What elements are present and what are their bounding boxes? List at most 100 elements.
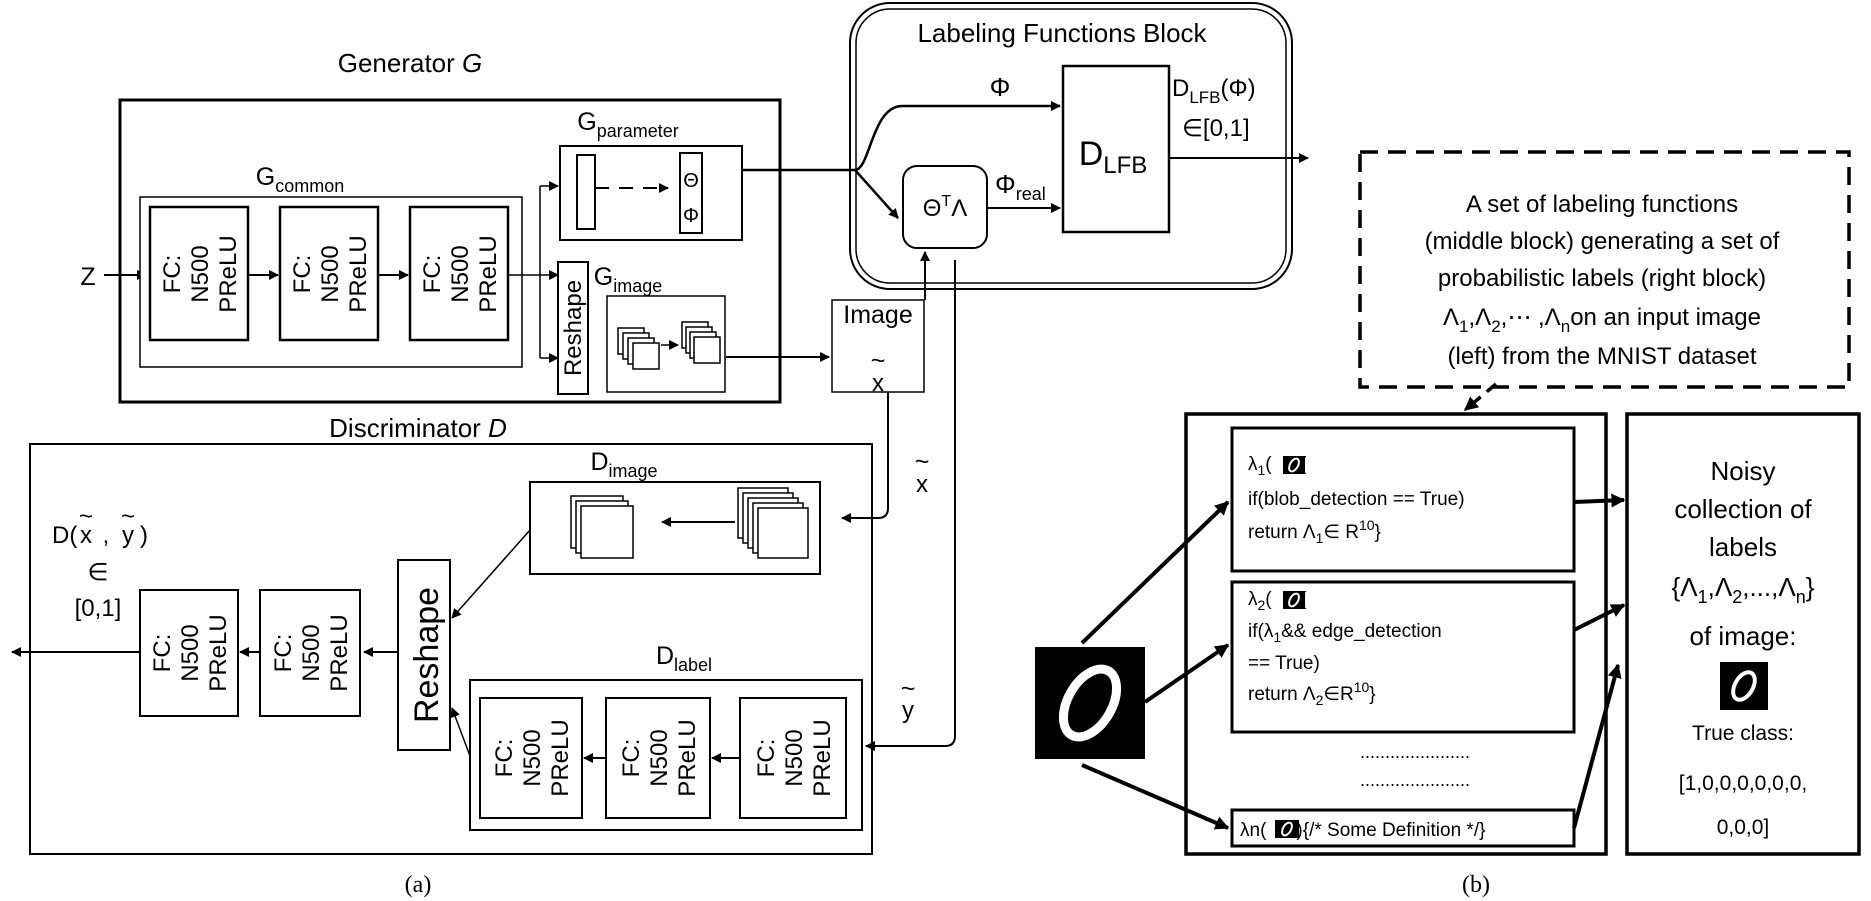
svg-text:∈: ∈: [88, 559, 109, 586]
svg-text:FC:: FC:: [149, 634, 176, 673]
svg-text:N500: N500: [317, 245, 344, 302]
dlfb-box: [1061, 64, 1171, 234]
svg-text:FC:: FC:: [270, 634, 297, 673]
d-label-fc-layer-2: FC: N500 PReLU: [605, 697, 711, 819]
d-input-x-tilde: ~: [915, 448, 930, 476]
lf-ellipsis: ...................... .................…: [1360, 742, 1470, 818]
svg-text:Reshape: Reshape: [408, 587, 446, 723]
phi-arrow: [742, 101, 1061, 172]
generated-image-var: x: [872, 370, 884, 397]
g-parameter-hidden-layer: [576, 154, 596, 230]
caption-a: (a): [405, 872, 432, 898]
d-output-label: D( ~ x , ~ y ) ∈ [0,1]: [52, 503, 148, 622]
y-to-d-label-arrow: [865, 260, 956, 751]
d-fc-layer-1: FC: N500 PReLU: [139, 589, 239, 717]
svg-text:PReLU: PReLU: [205, 614, 232, 691]
discriminator-title: Discriminator D: [329, 413, 507, 443]
svg-text:D(: D(: [52, 522, 77, 549]
svg-text:FC:: FC:: [289, 255, 316, 294]
g-reshape: Reshape: [557, 261, 589, 395]
phi-to-combiner-arrow: [854, 169, 899, 219]
svg-text:(left) from the MNIST dataset: (left) from the MNIST dataset: [1448, 343, 1757, 370]
svg-text:Noisy: Noisy: [1710, 456, 1775, 486]
svg-text:ΘTΛ: ΘTΛ: [923, 193, 967, 222]
svg-text:FC:: FC:: [491, 739, 518, 778]
lfn-digit-icon: [1275, 820, 1299, 838]
d-feature-maps-output: [570, 495, 634, 559]
svg-text:A set of labeling functions: A set of labeling functions: [1466, 191, 1738, 218]
svg-text:return Λ2∈R10}: return Λ2∈R10}: [1248, 679, 1376, 708]
svg-text:== True): == True): [1248, 653, 1320, 674]
g-common-label: Gcommon: [256, 163, 344, 196]
svg-text:~: ~: [79, 503, 93, 530]
svg-text:λn(){/* Some Definition */}: λn(){/* Some Definition */}: [1240, 820, 1485, 841]
digit-to-lf-arrows: [1080, 500, 1230, 830]
svg-text:N500: N500: [187, 245, 214, 302]
svg-text:PReLU: PReLU: [215, 235, 242, 312]
g-fc-layer-3: FC: N500 PReLU: [408, 205, 510, 342]
d-fc-layer-2: FC: N500 PReLU: [259, 589, 361, 717]
generator-title: Generator G: [338, 48, 483, 78]
theta-symbol: Θ: [683, 170, 699, 192]
svg-text:Λ1,Λ2,⋯ ,Λnon an input image: Λ1,Λ2,⋯ ,Λnon an input image: [1443, 304, 1761, 336]
d-image-label: Dimage: [590, 448, 657, 481]
g-parameter-label: Gparameter: [577, 108, 679, 141]
svg-text:if(blob_detection == True): if(blob_detection == True): [1248, 489, 1465, 510]
svg-text:~: ~: [121, 503, 135, 530]
generated-image-label: Image: [843, 301, 912, 329]
d-input-x-var: x: [916, 471, 928, 498]
svg-text:labels: labels: [1709, 532, 1777, 562]
svg-text:N500: N500: [646, 729, 673, 786]
svg-text:N500: N500: [298, 624, 325, 681]
generated-image-box: [831, 299, 925, 393]
svg-text:......................: ......................: [1360, 742, 1470, 762]
svg-text:......................: ......................: [1360, 770, 1470, 790]
g-fc-layer-2: FC: N500 PReLU: [278, 205, 380, 342]
labeling-block-frame: [849, 2, 1293, 290]
lf1-box: [1230, 426, 1576, 573]
svg-text:FC:: FC:: [753, 739, 780, 778]
svg-text:N500: N500: [177, 624, 204, 681]
phi-real-label: Φreal: [995, 169, 1046, 204]
phi-symbol: Φ: [683, 205, 699, 227]
d-input-y-var: y: [902, 697, 914, 724]
lfn-code: λn(){/* Some Definition */}: [1240, 820, 1485, 841]
svg-text:if(λ1&& edge_detection: if(λ1&& edge_detection: [1248, 621, 1442, 645]
svg-text:N500: N500: [447, 245, 474, 302]
svg-text:PReLU: PReLU: [674, 719, 701, 796]
d-feature-maps-input: [737, 487, 809, 559]
d-label-fc-layer-3: FC: N500 PReLU: [739, 697, 847, 819]
svg-text:collection of: collection of: [1674, 494, 1812, 524]
generated-image-tilde: ~: [871, 347, 886, 375]
svg-text:): ): [140, 522, 148, 549]
lf-to-labels-arrows: [1572, 493, 1626, 829]
svg-text:PReLU: PReLU: [547, 719, 574, 796]
svg-text:,: ,: [103, 522, 110, 549]
g-feature-maps-2: [681, 321, 721, 364]
labels-panel-text: Noisy collection of labels {Λ1,Λ2,...,Λn…: [1672, 456, 1815, 651]
d-reshape: Reshape: [397, 559, 451, 751]
callout-box: [1358, 150, 1851, 389]
svg-text:0,0,0]: 0,0,0]: [1717, 816, 1770, 839]
true-class-text: True class: [1,0,0,0,0,0,0, 0,0,0]: [1679, 722, 1807, 839]
svg-text:N500: N500: [519, 729, 546, 786]
lf2-digit-icon: [1283, 591, 1305, 609]
labels-panel-box: [1625, 412, 1861, 856]
svg-text:(middle block) generating a se: (middle block) generating a set of: [1425, 228, 1780, 255]
svg-text:FC:: FC:: [419, 255, 446, 294]
callout-pointer: [1463, 382, 1498, 412]
g-split-arrows: [508, 181, 559, 363]
noise-input-label: Z: [80, 263, 95, 291]
g-image-label: Gimage: [594, 263, 662, 296]
d-input-y-tilde: ~: [901, 675, 916, 703]
callout-text: A set of labeling functions (middle bloc…: [1425, 191, 1780, 370]
svg-text:x: x: [80, 522, 92, 549]
labels-panel-digit: [1720, 662, 1768, 710]
lf1-digit-icon: [1283, 456, 1305, 474]
svg-text:y: y: [122, 522, 134, 549]
caption-b: (b): [1462, 872, 1490, 898]
svg-text:N500: N500: [781, 729, 808, 786]
svg-text:FC:: FC:: [159, 255, 186, 294]
phi-label: Φ: [990, 72, 1011, 102]
